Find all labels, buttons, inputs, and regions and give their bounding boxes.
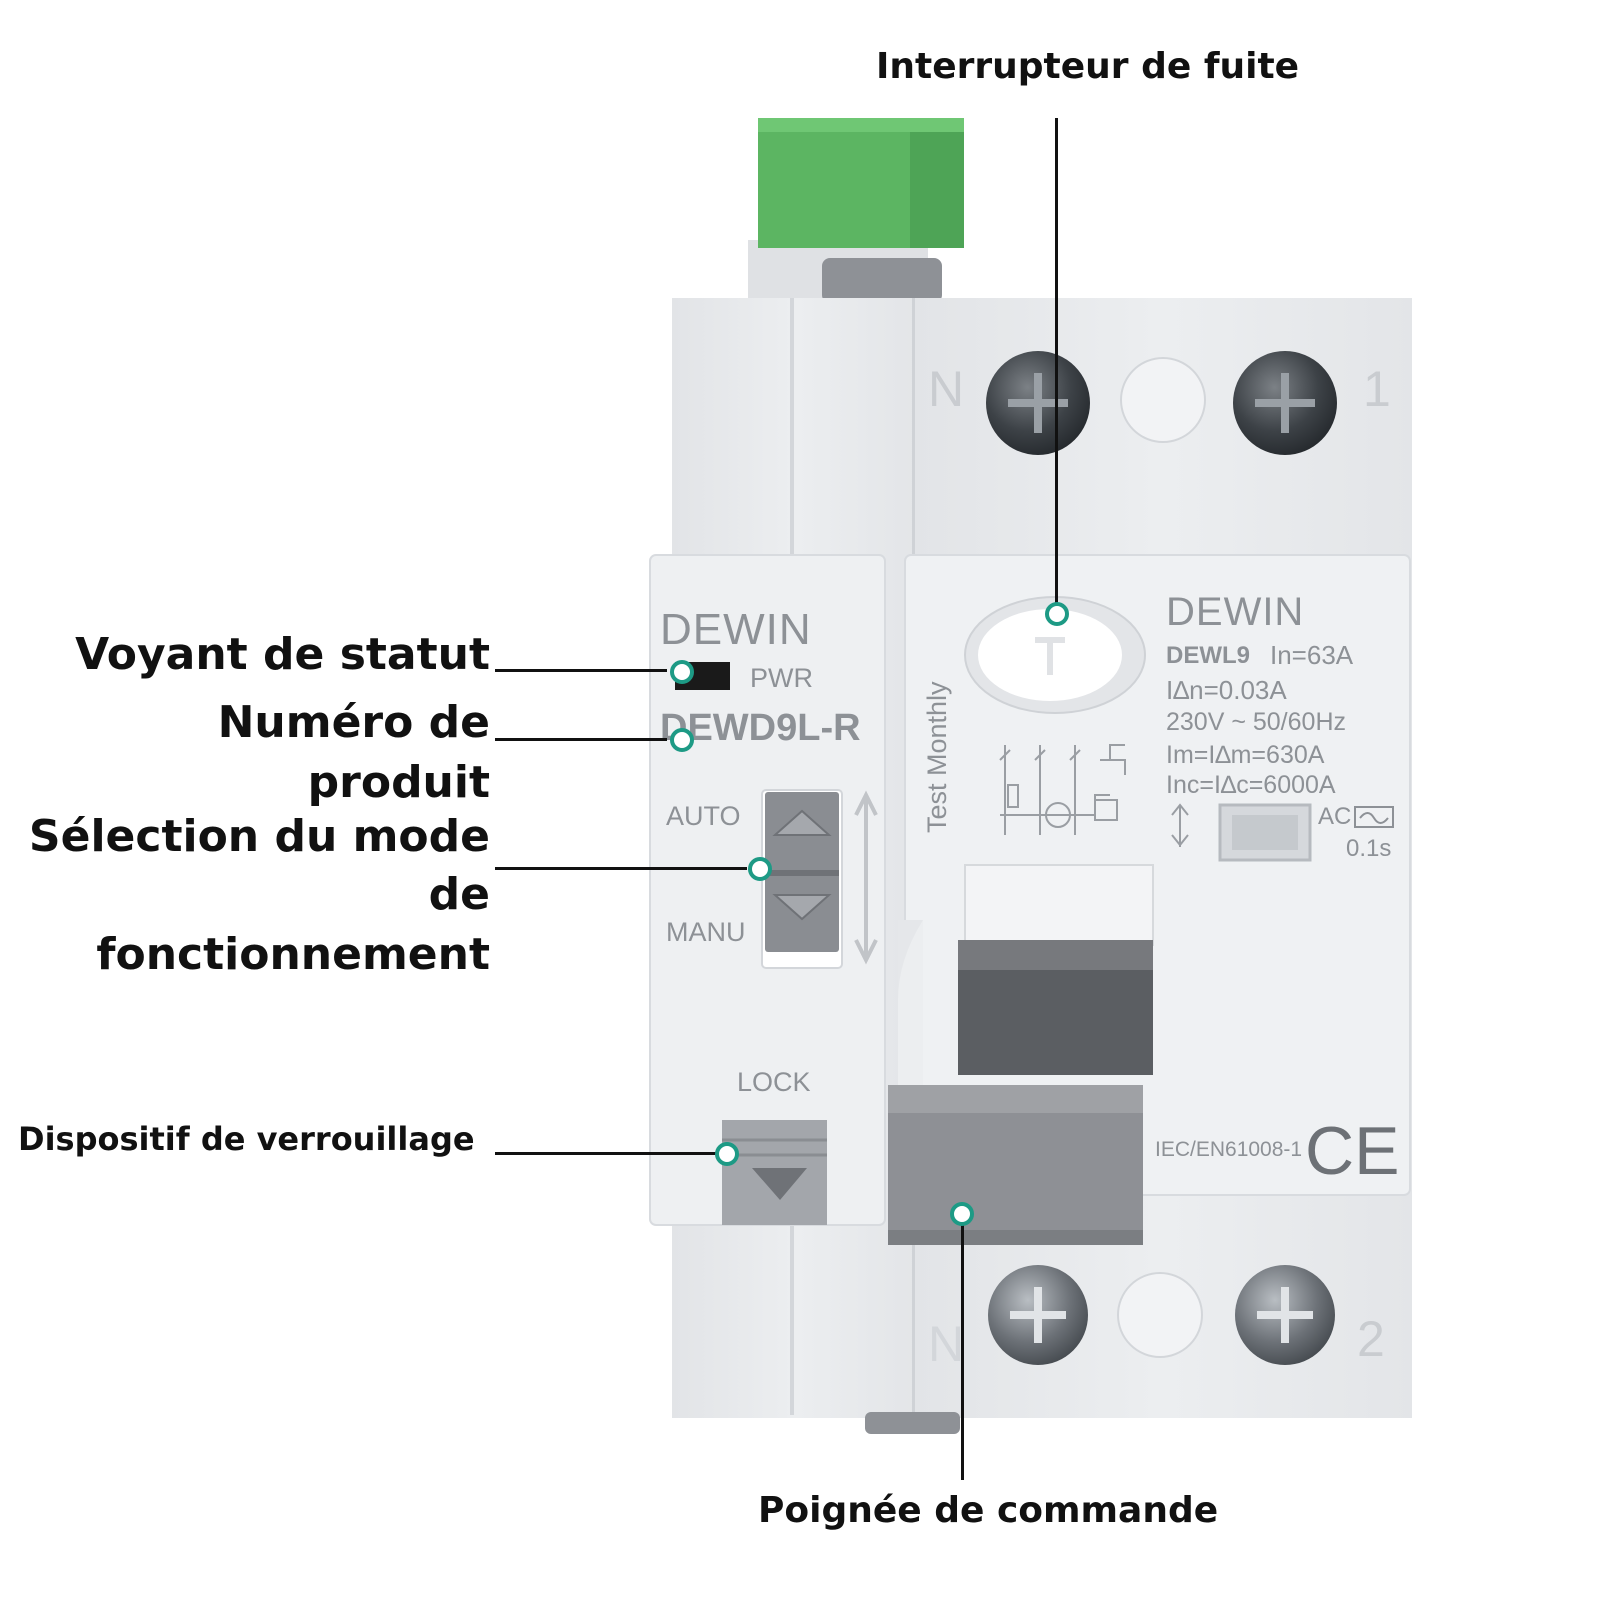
callout-mode-select-1: Sélection du mode	[28, 811, 490, 862]
leader-leak-switch	[1055, 118, 1058, 608]
pwr-label: PWR	[750, 663, 813, 693]
terminal-2-label: 2	[1357, 1311, 1385, 1367]
trip-time-label: 0.1s	[1346, 835, 1392, 862]
leader-status-light	[495, 669, 667, 672]
callout-leak-switch: Interrupteur de fuite	[876, 46, 1300, 87]
dot-leak-switch	[1045, 602, 1069, 626]
callout-status-light: Voyant de statut	[75, 629, 490, 680]
callout-control-handle: Poignée de commande	[758, 1490, 1219, 1531]
leader-lock-device	[495, 1152, 721, 1155]
callout-product-number: Numéro de produit	[217, 697, 490, 808]
brand-left: DEWIN	[660, 605, 812, 654]
dot-mode-select	[748, 857, 772, 881]
leader-control-handle	[961, 1225, 964, 1480]
ce-mark: CE	[1305, 1113, 1400, 1189]
ac-label: AC	[1318, 803, 1352, 830]
test-monthly-label: Test Monthly	[922, 681, 952, 833]
im-label: Im=I∆m=630A	[1166, 741, 1325, 769]
lock-label: LOCK	[737, 1067, 811, 1097]
dot-control-handle	[950, 1202, 974, 1226]
rating-in: In=63A	[1270, 640, 1354, 670]
rating-idn: I∆n=0.03A	[1166, 675, 1287, 705]
callout-lock-device: Dispositif de verrouillage	[18, 1120, 475, 1158]
dot-status-light	[670, 660, 694, 684]
circuit-schematic	[999, 744, 1126, 835]
brand-right: DEWIN	[1166, 590, 1305, 634]
model-right: DEWL9	[1166, 642, 1250, 669]
leader-product-number	[495, 738, 667, 741]
standard-label: IEC/EN61008-1	[1155, 1138, 1303, 1161]
dot-lock-device	[715, 1142, 739, 1166]
terminal-1-label: 1	[1363, 361, 1391, 417]
auto-label: AUTO	[666, 801, 741, 831]
callout-mode-select-2: de fonctionnement	[96, 869, 490, 980]
terminal-n-bottom-label: N	[928, 1316, 965, 1372]
inc-label: Inc=I∆c=6000A	[1166, 771, 1336, 799]
dot-product-number	[670, 728, 694, 752]
voltage-label: 230V ~ 50/60Hz	[1166, 708, 1346, 736]
leader-mode-select	[495, 867, 747, 870]
manu-label: MANU	[666, 917, 746, 947]
terminal-n-top-label: N	[928, 361, 965, 417]
